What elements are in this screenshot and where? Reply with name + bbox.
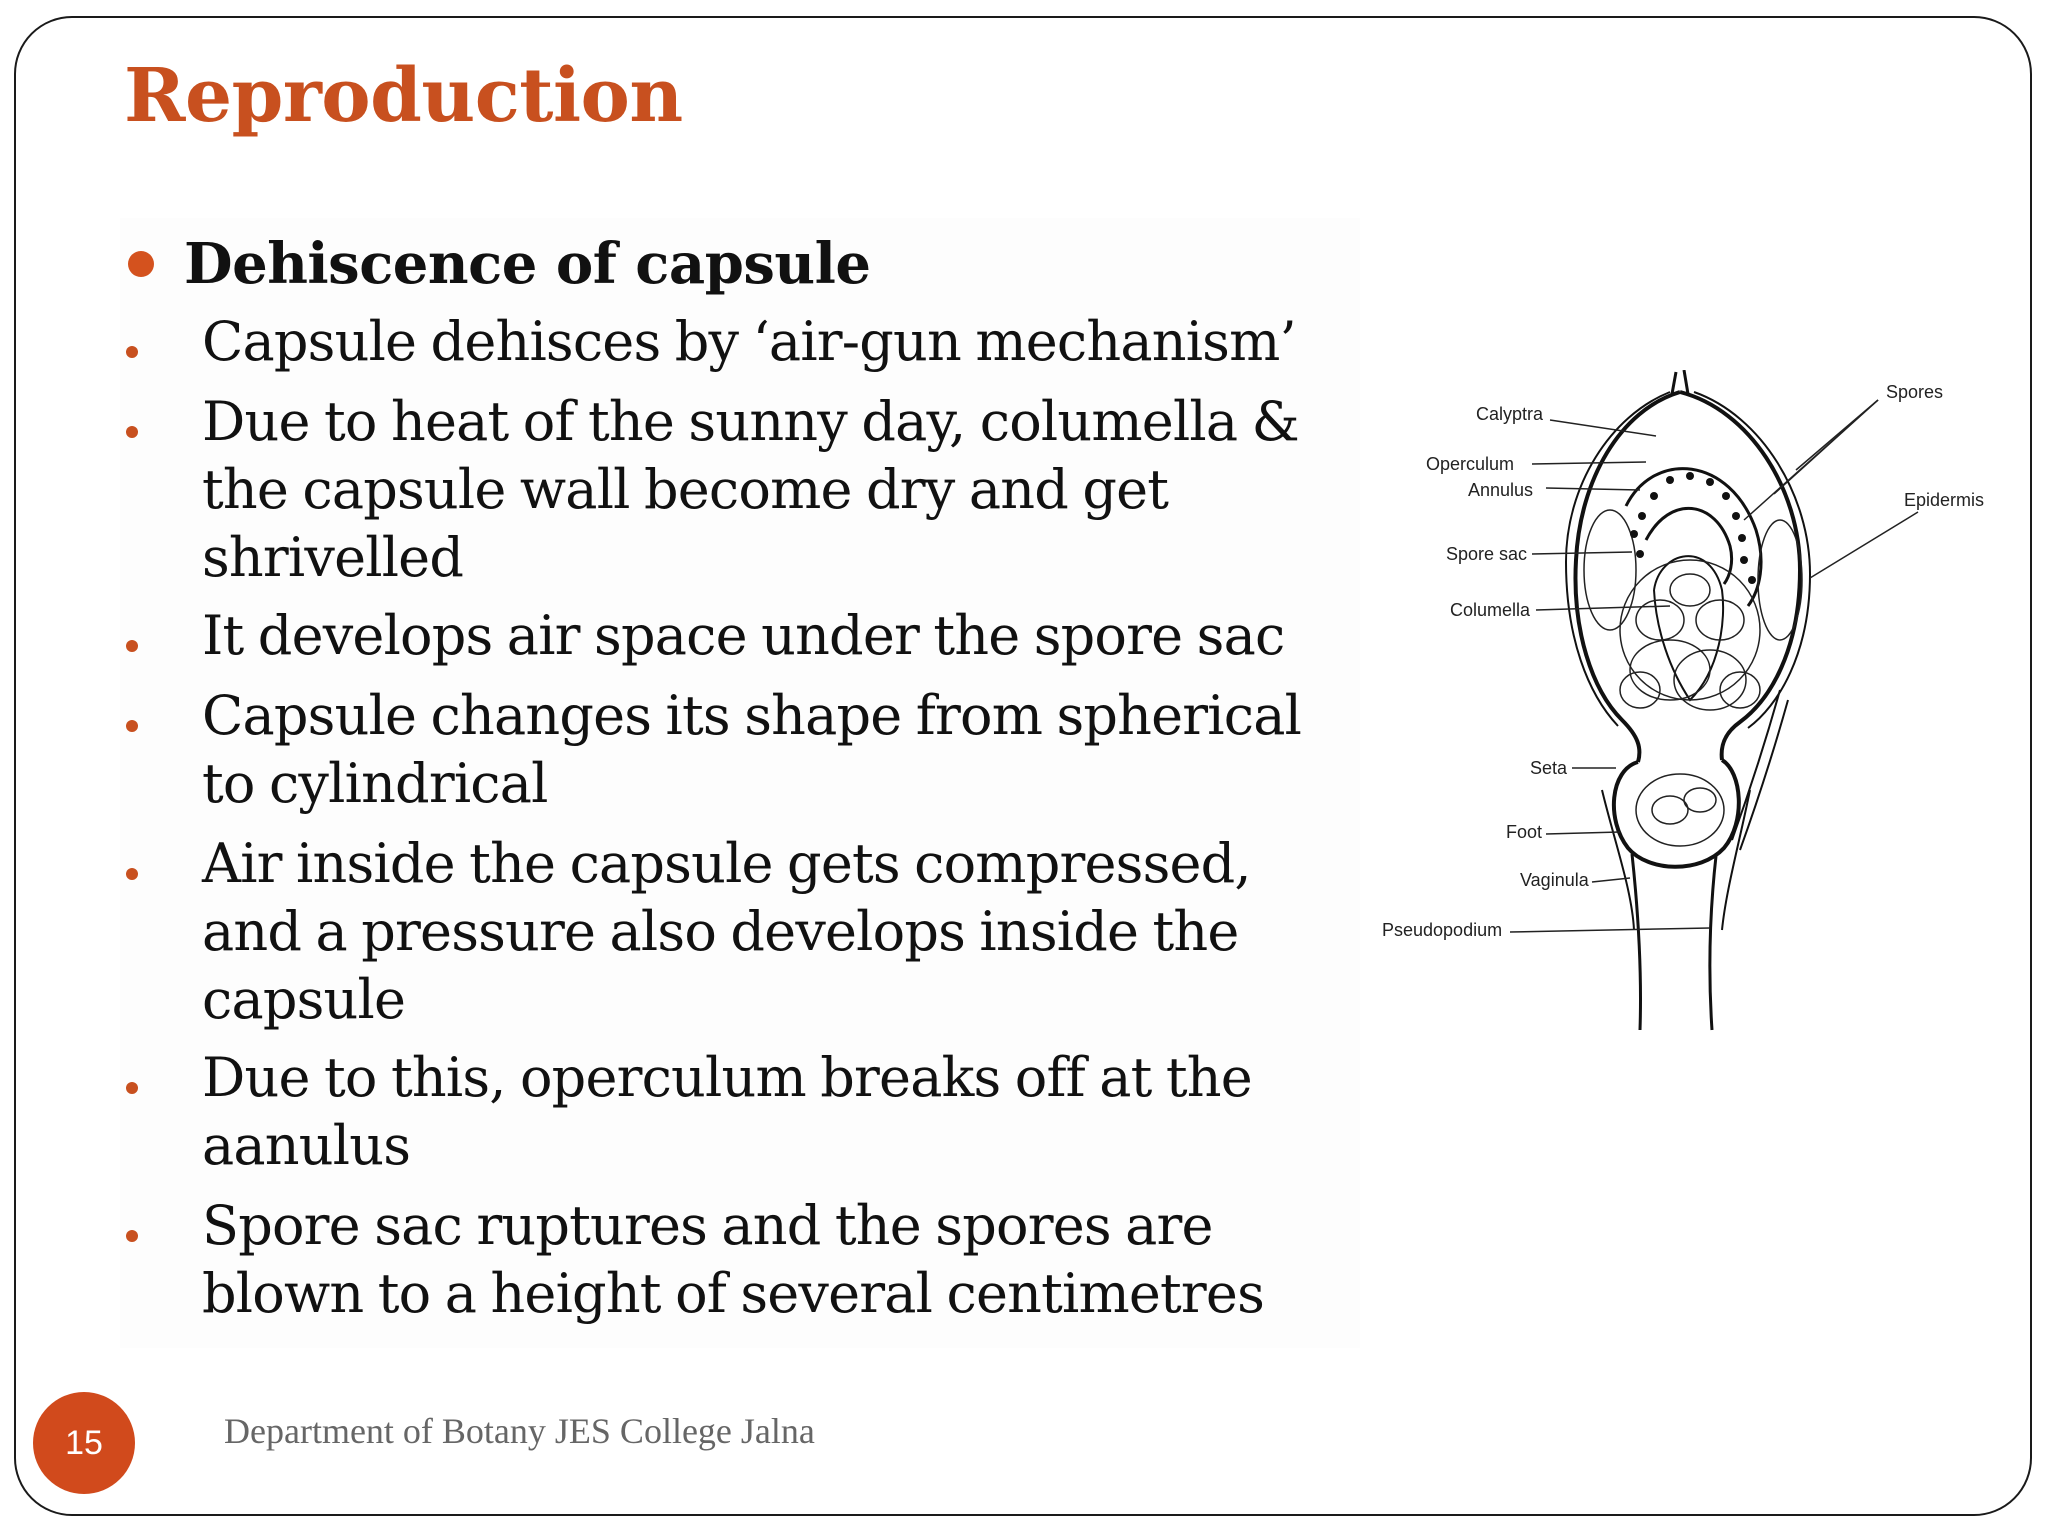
bullet-text: Air inside the capsule gets compressed, … [202, 832, 1252, 1031]
section-heading: Dehiscence of capsule [124, 228, 871, 300]
page-number: 15 [65, 1423, 103, 1462]
label-spore-sac: Spore sac [1446, 544, 1527, 564]
footer-text: Department of Botany JES College Jalna [224, 1411, 815, 1451]
label-seta: Seta [1530, 758, 1568, 778]
bullet-text: Due to this, operculum breaks off at the… [202, 1046, 1253, 1177]
label-vaginula: Vaginula [1520, 870, 1590, 890]
moss-capsule-diagram: Calyptra Operculum Annulus Spore sac Col… [1382, 370, 1984, 1031]
bullet-icon [126, 346, 138, 358]
slide-title: Reproduction [124, 53, 683, 139]
label-pseudopodium: Pseudopodium [1382, 920, 1502, 940]
label-columella: Columella [1450, 600, 1531, 620]
label-spores: Spores [1886, 382, 1943, 402]
label-annulus: Annulus [1468, 480, 1533, 500]
bullet-text: Spore sac ruptures and the spores are bl… [202, 1194, 1265, 1325]
bullet-text: Capsule dehisces by ‘air-gun mechanism’ [202, 310, 1297, 373]
bullet-text: Due to heat of the sunny day, columella … [202, 390, 1300, 589]
bullet-text: It develops air space under the spore sa… [202, 604, 1285, 667]
label-operculum: Operculum [1426, 454, 1514, 474]
bullet-icon [126, 640, 138, 652]
bullet-text: Capsule changes its shape from spherical… [202, 684, 1302, 815]
label-calyptra: Calyptra [1476, 404, 1544, 424]
bullet-icon [126, 1082, 138, 1094]
bullet-icon [126, 868, 138, 880]
bullet-icon [126, 1230, 138, 1242]
page-number-badge: 15 [33, 1392, 135, 1494]
bullet-icon [126, 426, 138, 438]
bullet-icon [126, 720, 138, 732]
heading-bullet-icon [128, 251, 154, 277]
heading-text: Dehiscence of capsule [184, 231, 871, 297]
label-epidermis: Epidermis [1904, 490, 1984, 510]
content-area [120, 218, 1360, 1348]
label-foot: Foot [1506, 822, 1542, 842]
